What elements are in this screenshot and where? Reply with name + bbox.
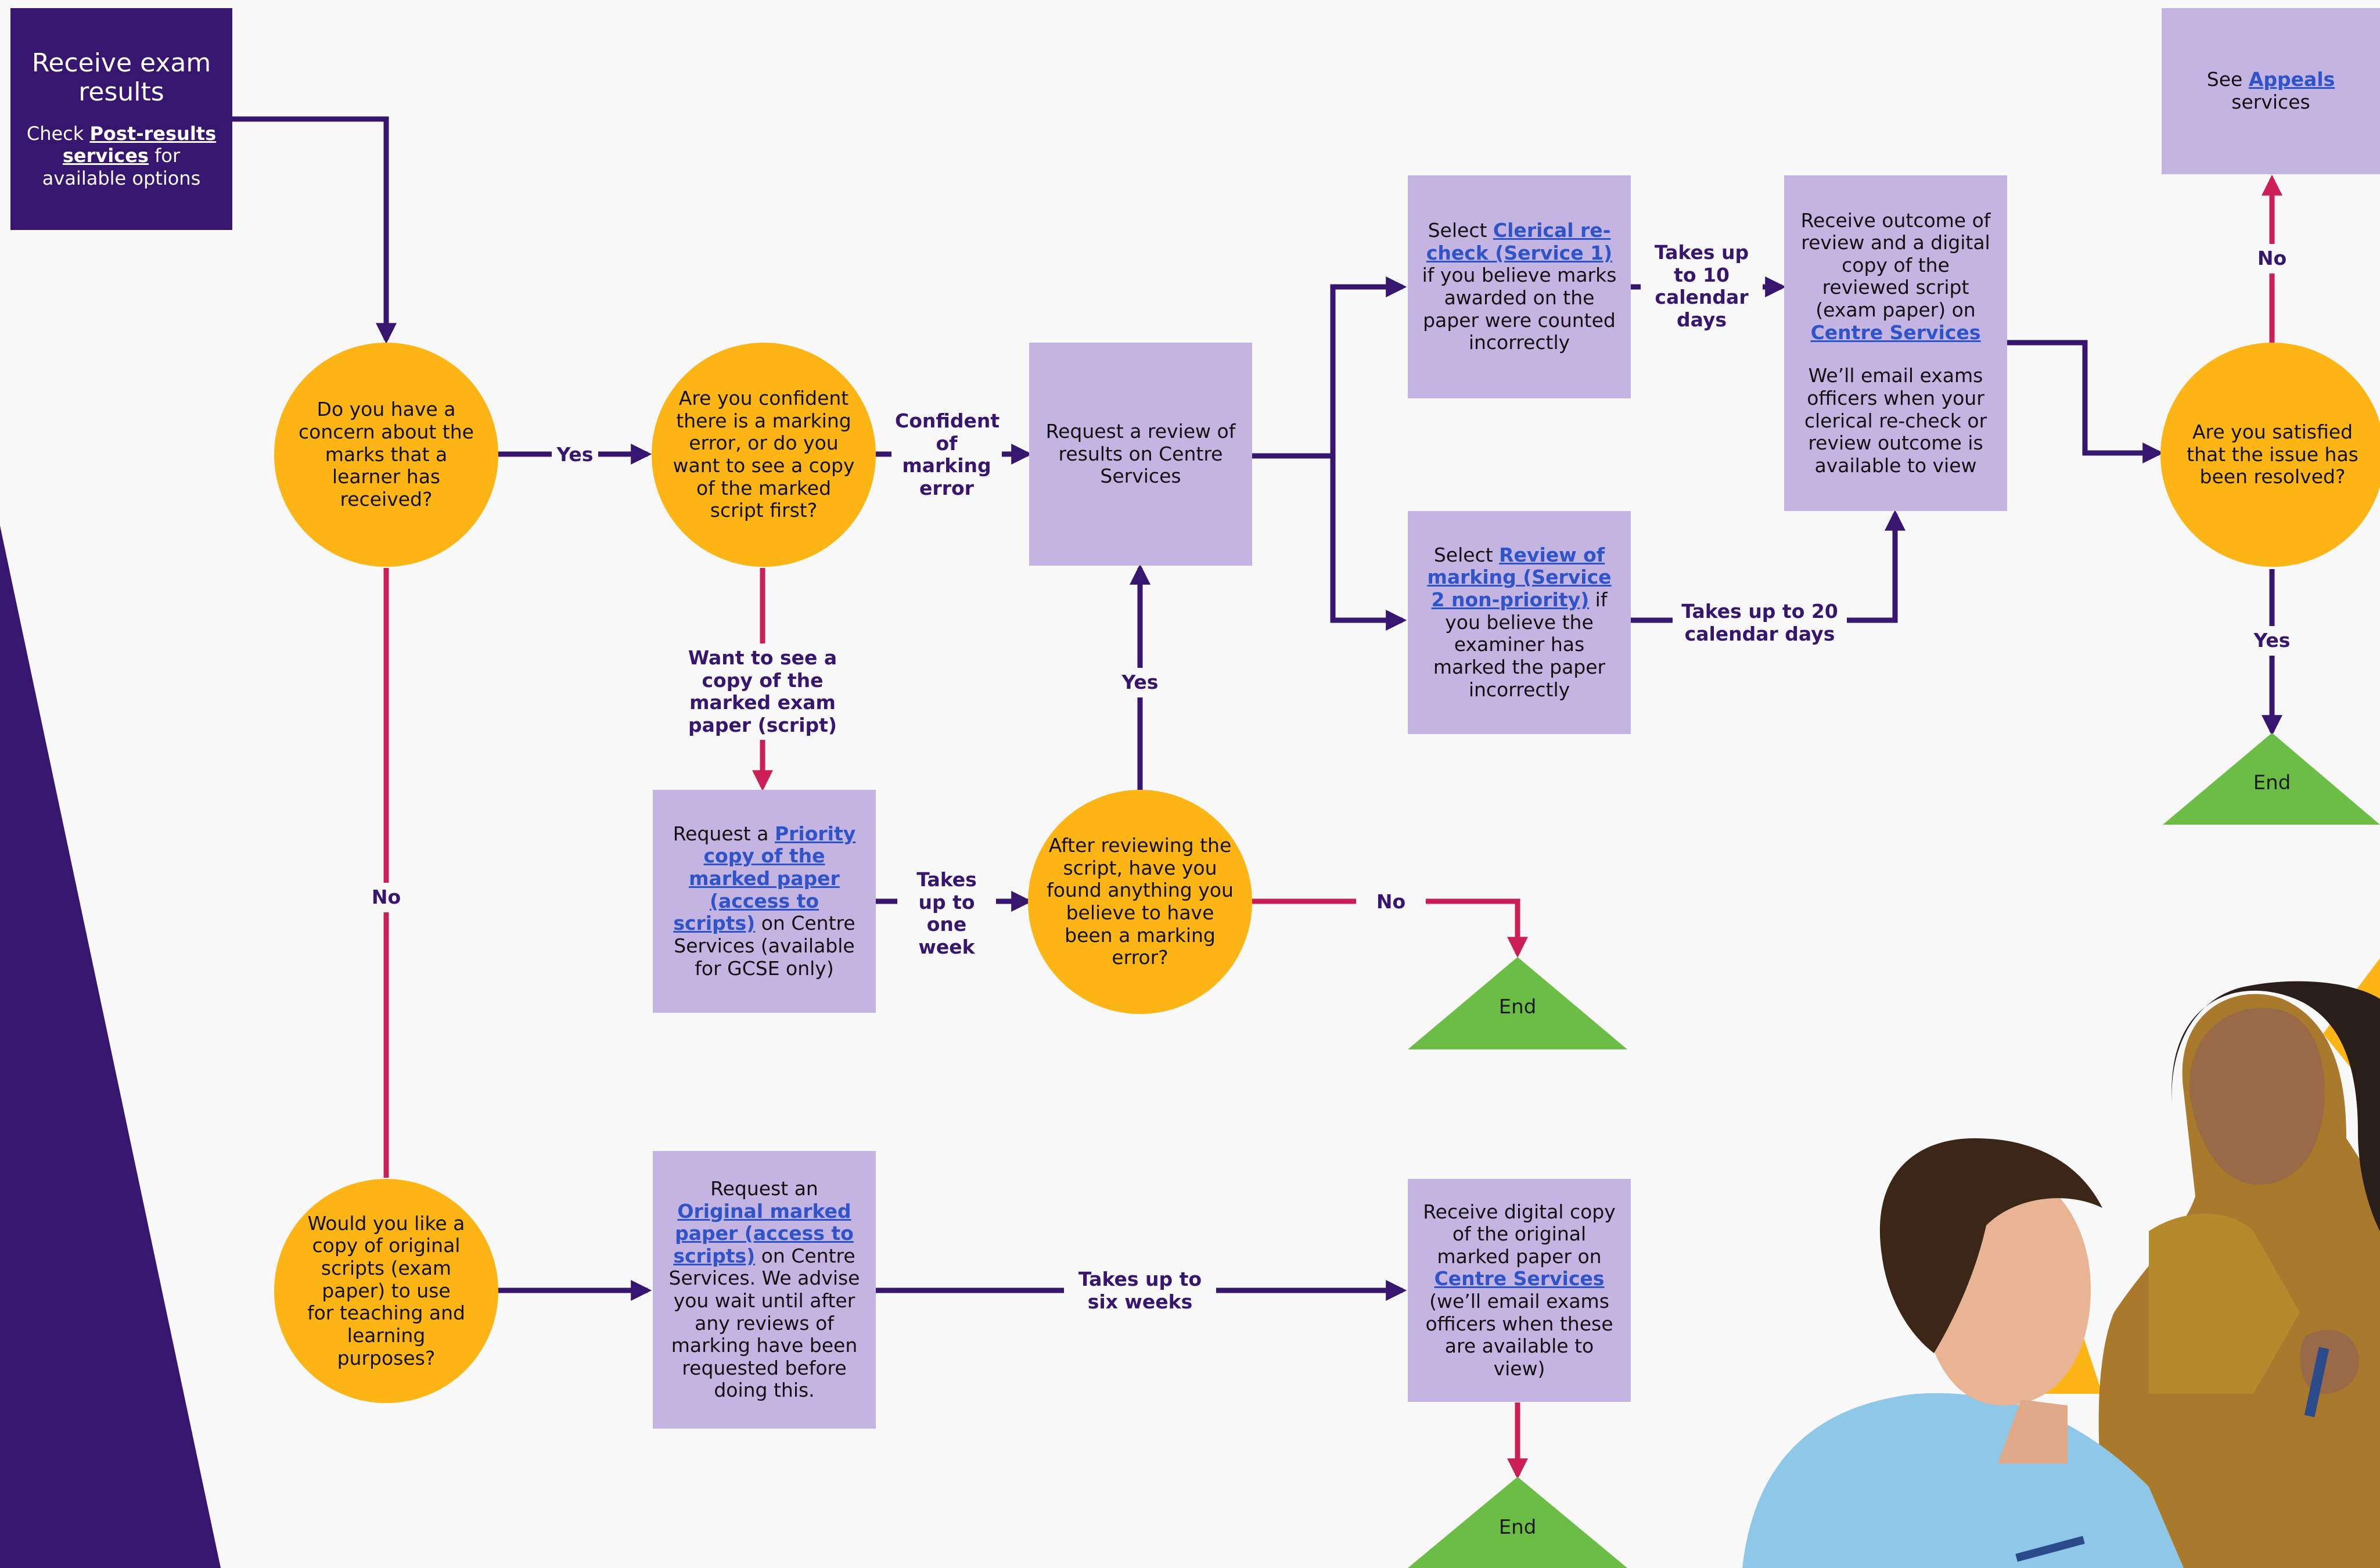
students-photo [1742, 981, 2380, 1568]
label-no-satisfied: No [2249, 244, 2295, 274]
box-clerical-recheck: Select Clerical re-check (Service 1) if … [1408, 175, 1631, 398]
decision-confident: Are you confident there is a marking err… [652, 343, 876, 567]
label-yes-concern: Yes [552, 440, 598, 470]
appeals-link[interactable]: Appeals [2248, 68, 2335, 91]
outcome-prefix: Receive outcome of review and a digital … [1800, 208, 1991, 322]
box-original-marked-paper: Request an Original marked paper (access… [653, 1151, 876, 1429]
edge-review-split-down [1330, 456, 1407, 631]
receive-digital-text: Receive digital copy of the original mar… [1421, 1200, 1618, 1380]
priority-suffix: on Centre Services (available for GCSE o… [674, 912, 855, 980]
label-twenty-days: Takes up to 20 calendar days [1673, 597, 1847, 649]
start-check-suffix: for available options [42, 145, 201, 189]
decision-copy-for-teaching: Would you like a copy of original script… [274, 1179, 498, 1403]
post-results-services-link[interactable]: Post-results services [62, 123, 217, 167]
clerical-text: Select Clerical re-check (Service 1) if … [1421, 219, 1618, 354]
decorative-wedge-left [0, 526, 221, 1568]
edge-start-to-concern [232, 116, 397, 344]
digital-suffix: (we’ll email exams officers when these a… [1425, 1290, 1613, 1380]
decision-satisfied: Are you satisfied that the issue has bee… [2160, 343, 2380, 567]
outcome-note: We’ll email exams officers when your cle… [1804, 364, 1987, 477]
review-marking-text: Select Review of marking (Service 2 non-… [1421, 544, 1618, 701]
priority-copy-link[interactable]: Priority copy of the marked paper (acces… [673, 822, 856, 935]
review-marking-suffix: if you believe the examiner has marked t… [1433, 588, 1608, 701]
end-triangle-after-no [1408, 957, 1627, 1049]
digital-prefix: Receive digital copy of the original mar… [1423, 1200, 1616, 1268]
clerical-suffix: if you believe marks awarded on the pape… [1422, 264, 1617, 354]
priority-prefix: Request a [673, 822, 775, 845]
appeals-prefix: See [2206, 68, 2249, 91]
original-marked-paper-link[interactable]: Original marked paper (access to scripts… [673, 1199, 854, 1267]
box-receive-outcome: Receive outcome of review and a digital … [1784, 175, 2007, 511]
end-triangle-satisfied [2163, 733, 2380, 825]
decision-concern-text: Do you have a concern about the marks th… [299, 398, 474, 510]
decision-satisfied-text: Are you satisfied that the issue has bee… [2187, 420, 2359, 488]
clerical-prefix: Select [1428, 219, 1493, 242]
label-six-weeks: Takes up to six weeks [1064, 1265, 1216, 1317]
digital-centre-services-link[interactable]: Centre Services [1434, 1267, 1605, 1290]
appeals-suffix: services [2231, 91, 2310, 113]
decision-confident-text: Are you confident there is a marking err… [673, 387, 855, 522]
label-ten-days: Takes up to 10 calendar days [1641, 238, 1763, 335]
decision-after-review-text: After reviewing the script, have you fou… [1047, 834, 1234, 969]
priority-copy-text: Request a Priority copy of the marked pa… [666, 822, 863, 980]
decision-after-review: After reviewing the script, have you fou… [1028, 790, 1252, 1014]
label-yes-satisfied: Yes [2243, 626, 2301, 656]
box-receive-digital-copy: Receive digital copy of the original mar… [1408, 1179, 1631, 1402]
clerical-recheck-link[interactable]: Clerical re-check (Service 1) [1426, 219, 1613, 264]
box-review-of-marking: Select Review of marking (Service 2 non-… [1408, 511, 1631, 734]
label-no-after: No [1356, 887, 1426, 917]
decision-concern: Do you have a concern about the marks th… [274, 343, 498, 567]
box-priority-copy: Request a Priority copy of the marked pa… [653, 790, 876, 1013]
request-review-text: Request a review of results on Centre Se… [1045, 420, 1236, 488]
edge-review-split-up [1252, 276, 1407, 459]
label-want-to-see: Want to see a copy of the marked exam pa… [665, 643, 860, 740]
start-title: Receive exam results [31, 48, 211, 107]
end-label-after-no: End [1498, 995, 1537, 1019]
box-see-appeals: See Appeals services [2162, 8, 2380, 174]
decision-teaching-text: Would you like a copy of original script… [307, 1211, 465, 1369]
label-yes-after: Yes [1117, 668, 1163, 697]
outcome-centre-services-link[interactable]: Centre Services [1810, 321, 1981, 344]
start-box-receive-results: Receive exam results Check Post-results … [10, 8, 232, 230]
label-no-concern: No [363, 883, 409, 912]
edge-outcome-to-satisfied [2007, 340, 2164, 463]
original-paper-text: Request an Original marked paper (access… [666, 1177, 863, 1402]
start-check-prefix: Check [26, 123, 90, 145]
end-label-satisfied: End [2253, 771, 2291, 794]
start-subtext: Check Post-results services for availabl… [22, 123, 221, 189]
end-triangle-digital [1408, 1477, 1627, 1568]
review-marking-prefix: Select [1433, 543, 1500, 566]
original-prefix: Request an [710, 1177, 818, 1200]
box-request-review: Request a review of results on Centre Se… [1029, 343, 1252, 566]
edge-after-no [1252, 898, 1528, 958]
review-of-marking-link[interactable]: Review of marking (Service 2 non-priorit… [1427, 543, 1612, 612]
appeals-text: See Appeals services [2174, 69, 2367, 113]
label-one-week: Takes up to one week [897, 865, 996, 962]
original-suffix: on Centre Services. We advise you wait u… [668, 1244, 860, 1402]
end-label-digital: End [1498, 1516, 1537, 1539]
label-confident-marking: Confident of marking error [891, 407, 1002, 504]
outcome-text: Receive outcome of review and a digital … [1797, 208, 1994, 344]
